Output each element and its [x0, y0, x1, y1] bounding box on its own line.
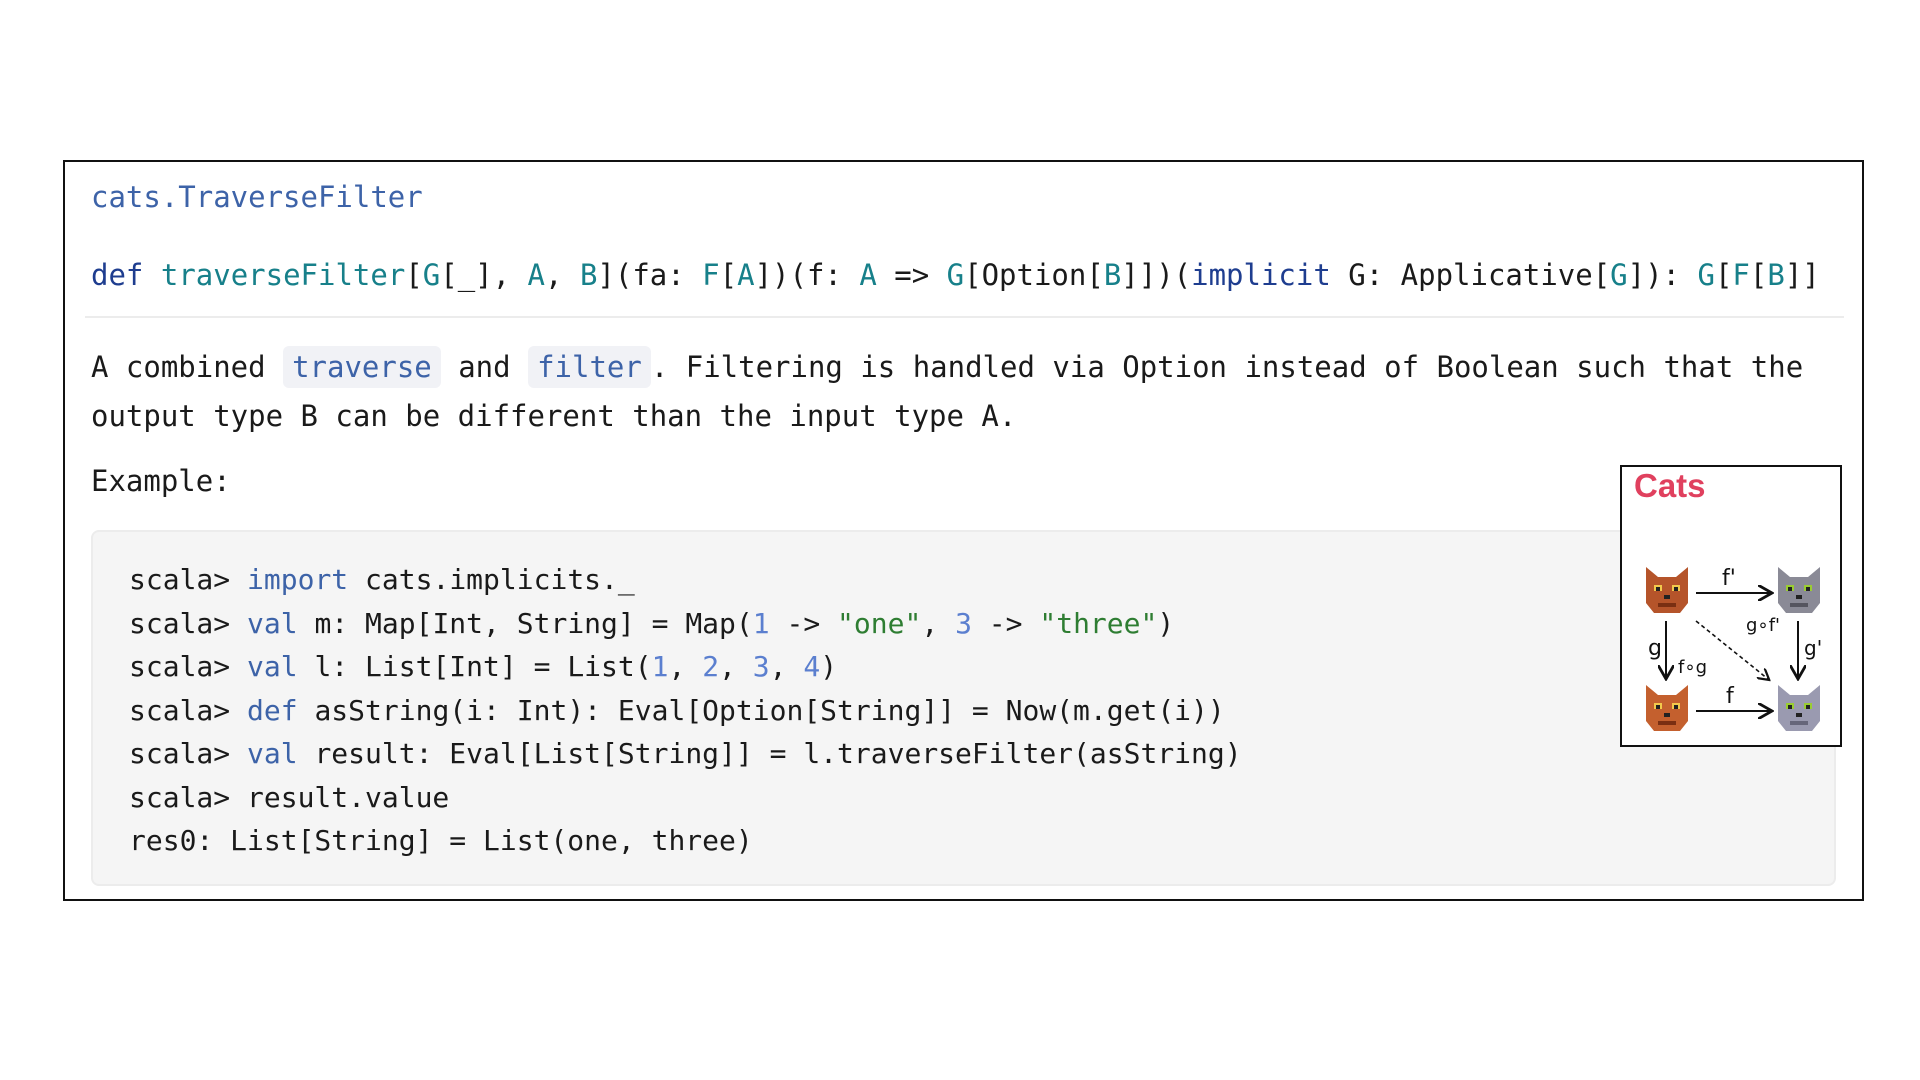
- cats-logo: Cats: [1620, 465, 1842, 747]
- sig-type: B: [1103, 258, 1122, 292]
- code-number: 3: [752, 650, 770, 683]
- sig-type: B: [579, 258, 598, 292]
- sig-def-keyword: def: [91, 258, 144, 292]
- arrow-diagonal: [1695, 620, 1768, 679]
- example-label: Example:: [91, 464, 231, 498]
- sig-text: =>: [876, 258, 947, 292]
- code-line: res0: List[String] = List(one, three): [129, 819, 1834, 863]
- sig-text: G: Applicative[: [1330, 258, 1611, 292]
- code-string: "three": [1039, 606, 1158, 640]
- code-string: "one": [837, 606, 922, 640]
- label-f-prime: f': [1722, 566, 1736, 591]
- logo-diagram: f' f g g' g∘f' f∘g: [1646, 566, 1822, 731]
- cat-icon: [1778, 567, 1820, 613]
- code-text: scala>: [129, 606, 248, 640]
- sig-type: G: [946, 258, 965, 292]
- inline-code-traverse: traverse: [283, 346, 441, 388]
- sig-text: [Option[: [964, 258, 1104, 292]
- code-text: ->: [769, 606, 838, 640]
- fully-qualified-name: cats.TraverseFilter: [91, 180, 423, 214]
- code-text: result: Eval[List[String]] = l.traverseF…: [297, 737, 1242, 770]
- sig-text: [: [405, 258, 423, 292]
- code-text: m: Map[Int, String] = Map(: [297, 606, 753, 640]
- code-keyword: val: [247, 737, 298, 770]
- sig-text: ,: [545, 258, 580, 292]
- code-text: ,: [719, 650, 753, 683]
- label-g-of-f-prime: g∘f': [1746, 615, 1780, 636]
- cat-icon: [1646, 567, 1688, 613]
- code-line: scala> def asString(i: Int): Eval[Option…: [129, 689, 1834, 733]
- method-signature: def traverseFilter[G[_], A, B](fa: F[A])…: [91, 258, 1820, 292]
- desc-text: and: [440, 350, 529, 384]
- code-text: scala>: [129, 650, 248, 683]
- code-text: cats.implicits._: [348, 563, 635, 596]
- description: A combined traverse and filter. Filterin…: [91, 343, 1851, 441]
- sig-type: G: [1697, 258, 1715, 292]
- logo-title: Cats: [1634, 467, 1706, 504]
- sig-type: B: [1767, 258, 1785, 292]
- code-text: ->: [971, 606, 1040, 640]
- sig-type: A: [527, 258, 546, 292]
- code-text: asString(i: Int): Eval[Option[String]] =…: [297, 693, 1225, 727]
- code-text: l: List[Int] = List(: [297, 650, 652, 683]
- sig-text: [: [719, 258, 738, 292]
- sig-text: ]])(: [1121, 258, 1192, 292]
- code-text: scala>: [129, 693, 248, 727]
- label-g-prime: g': [1804, 636, 1822, 660]
- sig-text: [_],: [440, 258, 528, 292]
- code-number: 1: [752, 606, 770, 640]
- cat-icon: [1646, 685, 1688, 731]
- code-line: scala> result.value: [129, 776, 1834, 820]
- code-number: 4: [803, 650, 821, 683]
- code-text: scala> result.value: [129, 780, 450, 814]
- code-text: ): [820, 650, 838, 683]
- code-text: ,: [769, 650, 804, 683]
- code-text: scala>: [129, 737, 248, 770]
- inline-code-filter: filter: [528, 346, 651, 388]
- code-number: 2: [702, 650, 720, 683]
- sig-type: F: [1732, 258, 1750, 292]
- sig-text: ]]: [1784, 258, 1820, 292]
- sig-type: A: [737, 258, 755, 292]
- sig-type: G: [422, 258, 441, 292]
- label-f-of-g: f∘g: [1678, 657, 1707, 678]
- sig-text: ](fa:: [597, 258, 703, 292]
- desc-text: . Filtering is handled via Option instea…: [650, 350, 1804, 384]
- sig-text: [: [1714, 258, 1733, 292]
- code-keyword: import: [247, 563, 349, 596]
- code-text: scala>: [129, 563, 248, 596]
- sig-text: [: [1749, 258, 1768, 292]
- desc-text: A combined: [91, 350, 284, 384]
- description-line-1: A combined traverse and filter. Filterin…: [91, 343, 1851, 392]
- code-line: scala> val l: List[Int] = List(1, 2, 3, …: [129, 645, 1834, 689]
- code-number: 1: [651, 650, 669, 683]
- sig-text: ]):: [1627, 258, 1698, 292]
- code-text: ,: [668, 650, 703, 683]
- code-text: ,: [921, 606, 956, 640]
- doc-card: cats.TraverseFilter def traverseFilter[G…: [63, 160, 1864, 901]
- sig-type: G: [1610, 258, 1628, 292]
- code-line: scala> val m: Map[Int, String] = Map(1 -…: [129, 602, 1834, 646]
- description-line-2: output type B can be different than the …: [91, 399, 1017, 433]
- label-f: f: [1726, 684, 1735, 709]
- code-keyword: val: [247, 650, 298, 683]
- code-example-block: scala> import cats.implicits._scala> val…: [91, 530, 1836, 886]
- code-text: res0: List[String] = List(one, three): [129, 824, 753, 857]
- cat-icon: [1778, 685, 1820, 731]
- sig-type: F: [702, 258, 720, 292]
- sig-type: A: [859, 258, 877, 292]
- sig-text: ])(f:: [754, 258, 860, 292]
- label-g: g: [1648, 636, 1662, 661]
- code-text: ): [1157, 606, 1175, 640]
- code-keyword: val: [247, 606, 298, 640]
- code-number: 3: [955, 606, 972, 640]
- code-line: scala> val result: Eval[List[String]] = …: [129, 732, 1834, 776]
- code-line: scala> import cats.implicits._: [129, 558, 1834, 602]
- sig-implicit-keyword: implicit: [1191, 258, 1331, 292]
- sig-method-name: traverseFilter: [160, 258, 406, 292]
- divider: [85, 316, 1844, 318]
- code-keyword: def: [247, 693, 298, 727]
